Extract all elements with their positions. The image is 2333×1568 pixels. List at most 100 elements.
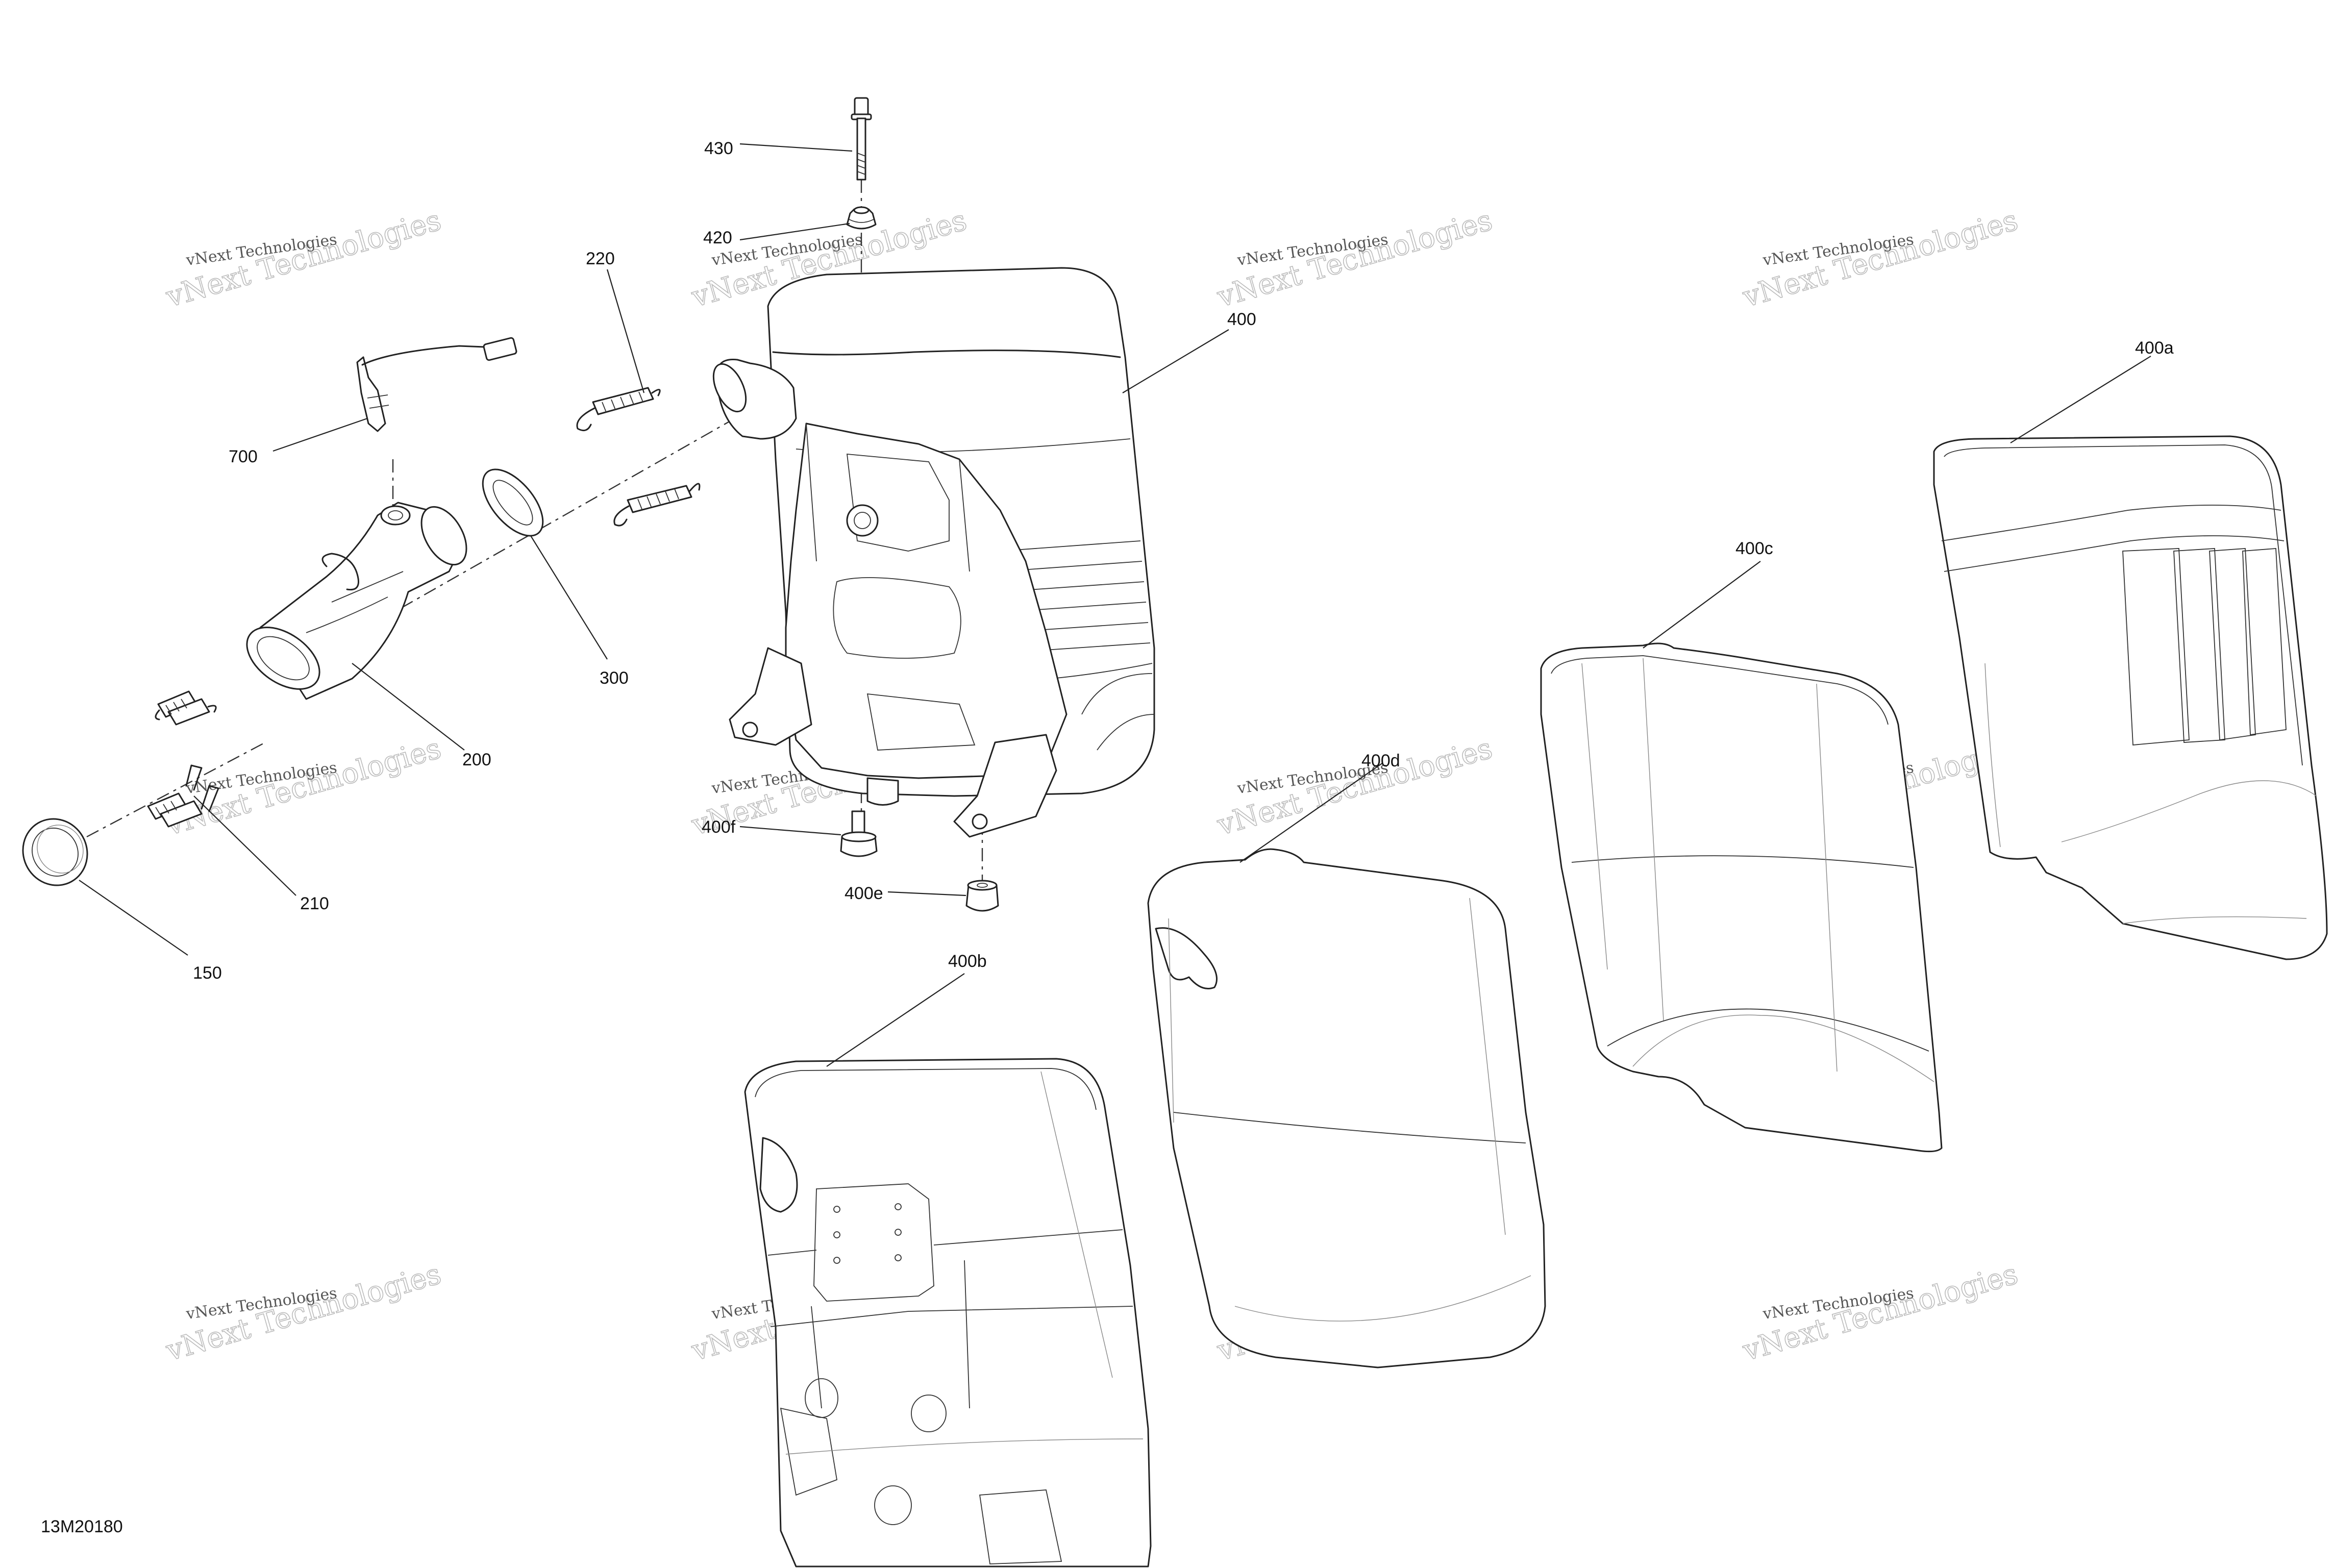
leader-200: [352, 663, 465, 751]
part-grommet-420: [846, 206, 877, 230]
ring-inner: [32, 828, 79, 877]
watermark: vNext Technologies vNext Technologies: [1213, 731, 1496, 842]
muffler-lower-curves: [1081, 673, 1155, 751]
part-elbow-200: [246, 502, 467, 700]
sensor-boss-hole: [388, 510, 403, 520]
muffler-cap-seam: [772, 350, 1121, 358]
part-shield-400a: [1933, 435, 2328, 960]
callout-400: 400: [1227, 310, 1256, 329]
shield-band: [767, 1229, 1123, 1256]
spring-hook: [613, 505, 630, 527]
shield-lower-edge: [2122, 916, 2307, 924]
sensor-boss: [380, 505, 411, 526]
bolt-head: [854, 97, 869, 116]
shield-contour: [1607, 1008, 1929, 1052]
leader-220: [606, 269, 645, 393]
spring-small: [167, 698, 210, 726]
part-mount-400e: [965, 880, 999, 912]
spring-hook: [185, 764, 203, 791]
leader-400d: [1239, 762, 1383, 863]
leader-400b: [826, 973, 965, 1067]
muffler-left-foot: [729, 647, 812, 746]
plate-rivet: [895, 1203, 902, 1210]
part-gasket-300: [482, 468, 544, 537]
mount-top: [967, 880, 998, 891]
mount-hole: [977, 883, 988, 888]
leader-300: [530, 535, 608, 660]
mount-body: [965, 884, 999, 912]
callout-430: 430: [704, 139, 733, 158]
shield-center-plate: [813, 1183, 934, 1302]
mount-top: [841, 831, 877, 842]
bracket-cutout: [833, 577, 961, 659]
leader-400e: [887, 891, 966, 897]
leader-lines: [79, 143, 2151, 1067]
shield-outline: [1540, 642, 1943, 1153]
muffler-right-foot: [953, 734, 1057, 838]
callout-labels: 430 420 220 400 400a 700 300 400c 200 40…: [193, 139, 2174, 983]
bracket-edges: [806, 423, 970, 572]
plate-rivet: [833, 1231, 840, 1238]
callout-210: 210: [300, 894, 329, 913]
callout-300: 300: [600, 668, 629, 688]
shield-dimple: [874, 1485, 912, 1525]
grommet-ridge: [849, 219, 874, 223]
grommet-top: [853, 206, 870, 214]
part-shield-400c: [1540, 642, 1943, 1153]
ring-outer: [22, 818, 88, 886]
spring-hook: [689, 483, 701, 492]
shield-outline: [744, 1058, 1152, 1567]
callout-150: 150: [193, 963, 222, 983]
callout-400e: 400e: [845, 884, 883, 903]
spring-coils: [602, 391, 643, 413]
elbow-outlet: [420, 506, 467, 566]
muffler-band: [1051, 663, 1153, 679]
bolt-shank: [856, 117, 866, 181]
shield-panel: [2173, 548, 2225, 743]
shield-band: [1941, 505, 2281, 541]
foot-bolt-hole: [972, 813, 988, 830]
watermark: vNext Technologies vNext Technologies: [1213, 203, 1496, 314]
bracket-hole: [846, 504, 879, 537]
part-springs-220: [576, 387, 701, 527]
shield-contour: [1234, 1275, 1531, 1322]
leader-420: [739, 222, 850, 241]
callout-420: 420: [703, 228, 732, 247]
shield-inner-rim: [1551, 655, 1889, 725]
gasket-inner: [492, 480, 533, 526]
shield-cutout: [1155, 927, 1218, 989]
shield-band: [1944, 535, 2285, 572]
spring-small: [160, 800, 203, 828]
callout-700: 700: [229, 447, 258, 466]
elbow-contours: [306, 571, 404, 633]
spring-coils: [165, 699, 187, 715]
shield-band: [1571, 855, 1914, 868]
callout-400a: 400a: [2135, 338, 2174, 358]
shield-dimple: [911, 1395, 947, 1432]
leader-400: [1122, 329, 1229, 393]
sensor-connector: [483, 337, 517, 361]
spring-hook: [155, 709, 160, 720]
ring-depth: [37, 825, 84, 874]
watermark: vNext Technologies vNext Technologies: [162, 203, 445, 314]
part-shield-400b: [744, 1058, 1152, 1567]
plate-rivet: [833, 1257, 840, 1264]
axis-line: [86, 741, 266, 838]
watermark: vNext Technologies vNext Technologies: [162, 731, 445, 842]
shield-inner-rim: [1944, 444, 2303, 766]
shield-outline: [1147, 848, 1546, 1368]
muffler-outlet-stub: [866, 777, 899, 806]
gasket-outer: [482, 468, 544, 537]
spring-body-upper: [592, 387, 654, 415]
shield-band: [1173, 1112, 1526, 1143]
leader-150: [79, 880, 188, 956]
spring-coils: [637, 488, 679, 510]
spring-hook: [651, 389, 661, 396]
spring-coils: [155, 801, 177, 817]
inlet-opening: [712, 363, 747, 413]
bolt-thread: [857, 153, 866, 175]
shield-lower-pad: [979, 1489, 1062, 1564]
callout-400d: 400d: [1361, 751, 1400, 770]
shield-lower-pad: [780, 1407, 838, 1496]
